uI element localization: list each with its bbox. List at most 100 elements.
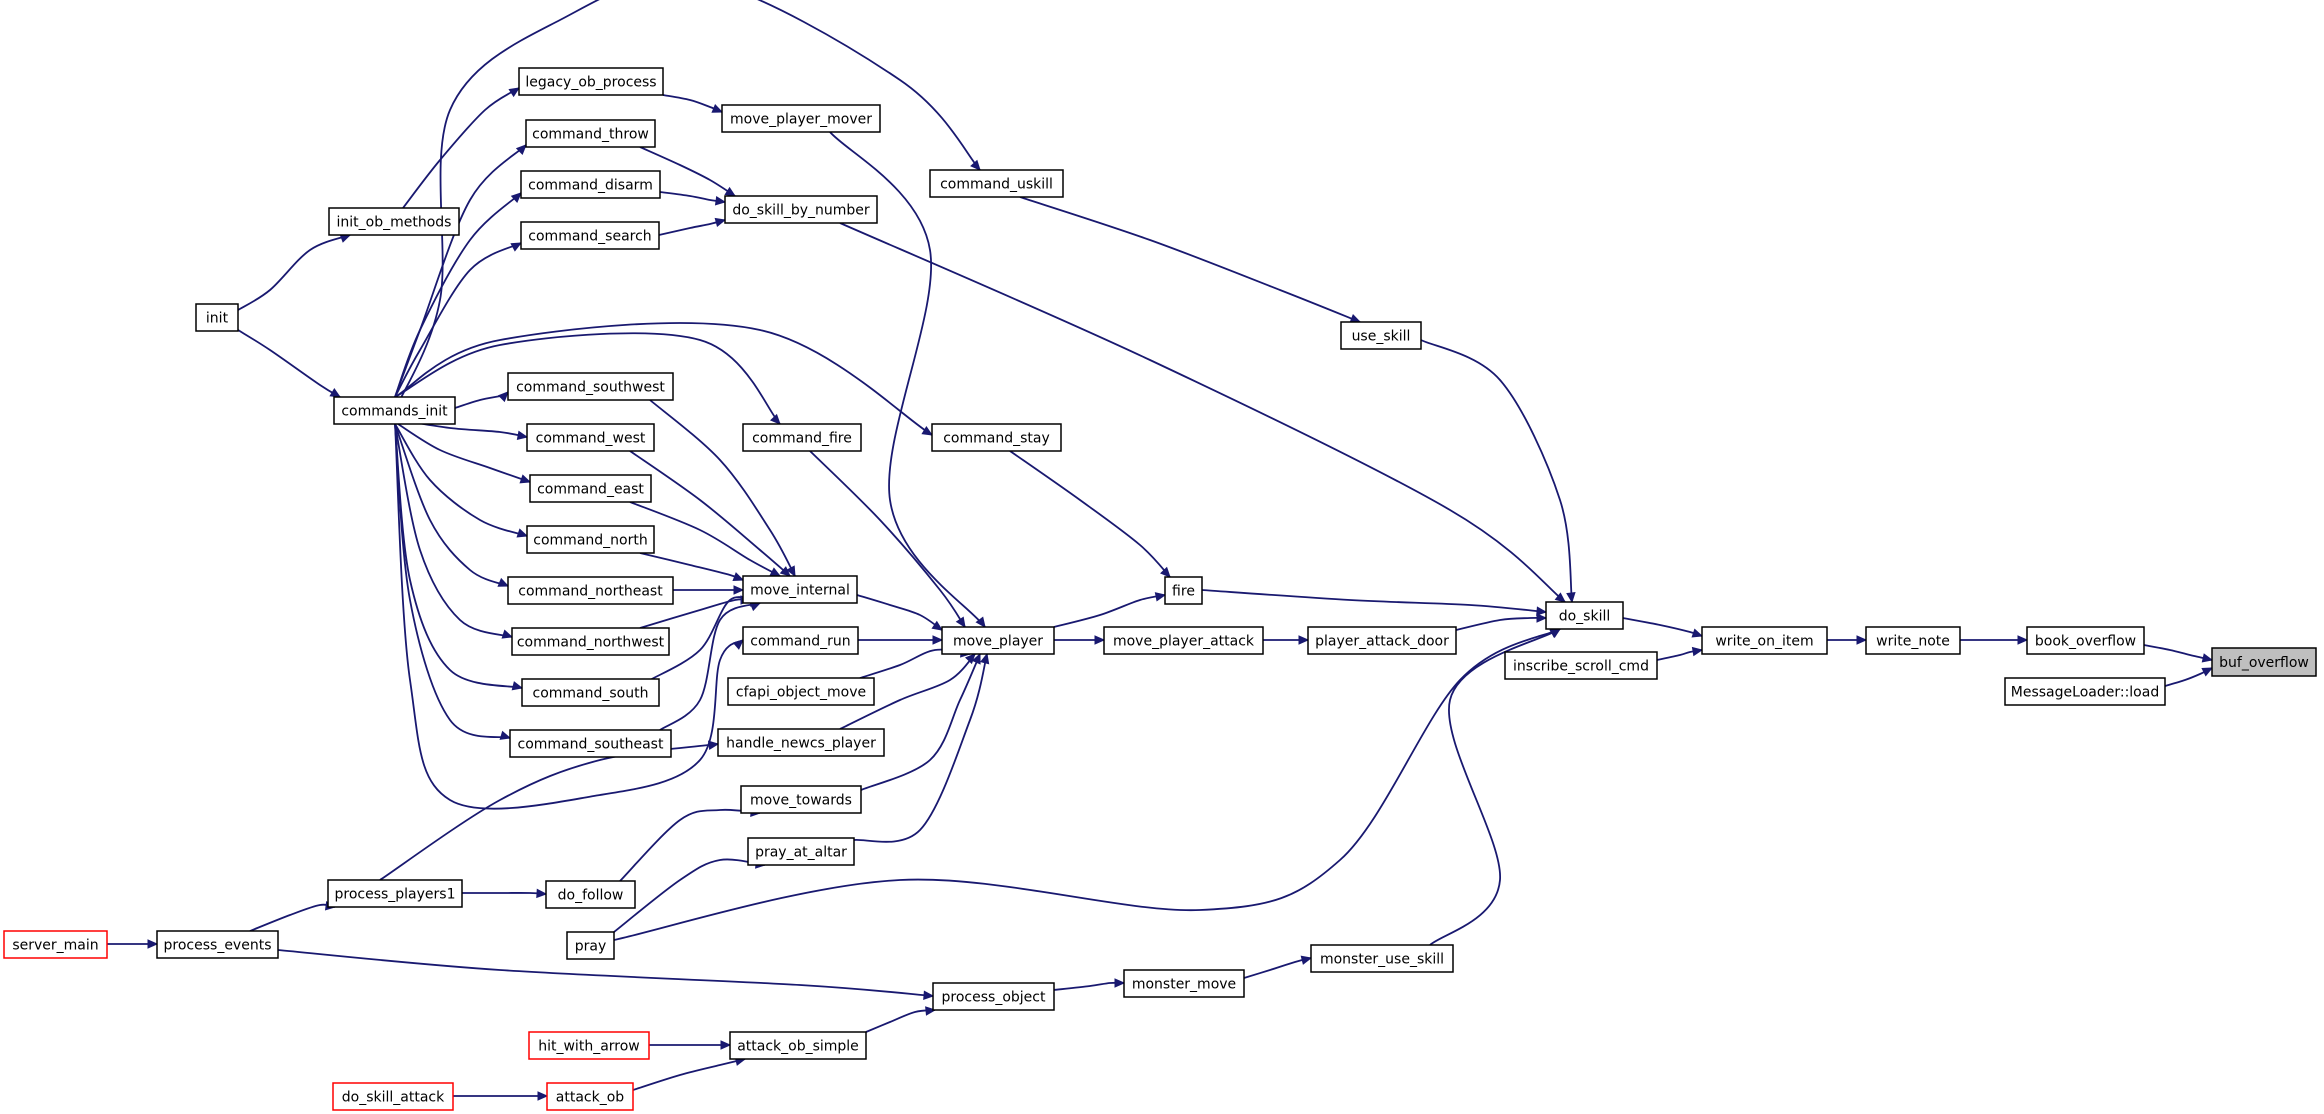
node-move-towards[interactable]: move_towards bbox=[740, 785, 862, 814]
node-process-players1[interactable]: process_players1 bbox=[327, 879, 463, 908]
edge-process_events-to-process_players1 bbox=[249, 903, 336, 932]
node-box bbox=[929, 169, 1064, 198]
node-label: process_events bbox=[164, 938, 272, 954]
node-fire[interactable]: fire bbox=[1164, 576, 1203, 605]
node-command-run[interactable]: command_run bbox=[742, 626, 859, 655]
node-move-player-attack[interactable]: move_player_attack bbox=[1103, 626, 1264, 655]
node-label: pray_at_altar bbox=[755, 845, 847, 861]
node-label: commands_init bbox=[341, 404, 448, 420]
arrowhead-icon bbox=[971, 652, 981, 665]
node-command-fire[interactable]: command_fire bbox=[742, 423, 862, 452]
node-label: write_note bbox=[1876, 634, 1950, 650]
node-do-skill[interactable]: do_skill bbox=[1545, 601, 1624, 630]
node-label: buf_overflow bbox=[2219, 655, 2309, 671]
arrowhead-icon bbox=[501, 629, 514, 639]
node-label: process_players1 bbox=[334, 887, 455, 903]
arrowhead-icon bbox=[707, 740, 720, 751]
node-do-follow[interactable]: do_follow bbox=[545, 880, 636, 909]
node-command-disarm[interactable]: command_disarm bbox=[520, 170, 661, 199]
edge-commands_init-to-command_stay bbox=[394, 322, 933, 436]
node-inscribe-scroll-cmd[interactable]: inscribe_scroll_cmd bbox=[1504, 651, 1658, 680]
node-server-main[interactable]: server_main bbox=[3, 930, 108, 959]
arrowhead-icon bbox=[1566, 592, 1576, 604]
edge-handle_newcs_player-to-move_player bbox=[839, 653, 976, 730]
arrowhead-icon bbox=[769, 567, 782, 577]
node-command-northwest[interactable]: command_northwest bbox=[511, 627, 670, 656]
node-command-west[interactable]: command_west bbox=[526, 423, 655, 452]
node-pray[interactable]: pray bbox=[566, 931, 615, 960]
node-write-note[interactable]: write_note bbox=[1865, 626, 1961, 655]
node-command-southwest[interactable]: command_southwest bbox=[507, 372, 674, 401]
node-messageloader-load[interactable]: MessageLoader::load bbox=[2004, 677, 2166, 706]
node-command-east[interactable]: command_east bbox=[529, 474, 652, 503]
node-handle-newcs-player[interactable]: handle_newcs_player bbox=[717, 728, 885, 757]
node-box bbox=[529, 474, 652, 503]
node-command-south[interactable]: command_south bbox=[521, 678, 660, 707]
arrowhead-icon bbox=[975, 616, 986, 628]
node-process-events[interactable]: process_events bbox=[156, 930, 279, 959]
edge-commands_init-to-command_run bbox=[394, 423, 744, 810]
node-process-object[interactable]: process_object bbox=[932, 982, 1055, 1011]
node-buf-overflow[interactable]: buf_overflow bbox=[2211, 647, 2317, 677]
node-box bbox=[1340, 321, 1422, 350]
arrowhead-icon bbox=[732, 639, 744, 650]
node-hit-with-arrow[interactable]: hit_with_arrow bbox=[528, 1031, 650, 1060]
node-player-attack-door[interactable]: player_attack_door bbox=[1307, 626, 1457, 655]
node-label: init bbox=[206, 311, 229, 327]
arrowhead-icon bbox=[1549, 628, 1562, 639]
node-book-overflow[interactable]: book_overflow bbox=[2026, 626, 2145, 655]
node-move-internal[interactable]: move_internal bbox=[742, 575, 858, 604]
arrowhead-icon bbox=[516, 528, 529, 538]
arrowhead-icon bbox=[921, 425, 934, 436]
node-do-skill-by-number[interactable]: do_skill_by_number bbox=[724, 195, 878, 224]
node-use-skill[interactable]: use_skill bbox=[1340, 321, 1422, 350]
node-box bbox=[2211, 647, 2317, 677]
arrowhead-icon bbox=[508, 87, 521, 98]
node-box bbox=[742, 575, 858, 604]
edge-move_towards-to-move_player bbox=[860, 653, 981, 791]
node-do-skill-attack[interactable]: do_skill_attack bbox=[332, 1082, 454, 1111]
node-move-player-mover[interactable]: move_player_mover bbox=[721, 104, 881, 133]
arrowhead-icon bbox=[329, 388, 342, 398]
node-box bbox=[3, 930, 108, 959]
arrowhead-icon bbox=[515, 144, 527, 156]
edge-move_player_mover-to-move_player bbox=[829, 131, 986, 628]
node-pray-at-altar[interactable]: pray_at_altar bbox=[747, 837, 855, 866]
node-commands-init[interactable]: commands_init bbox=[333, 396, 456, 425]
node-label: book_overflow bbox=[2035, 634, 2136, 650]
node-monster-move[interactable]: monster_move bbox=[1123, 969, 1245, 998]
node-write-on-item[interactable]: write_on_item bbox=[1701, 626, 1828, 655]
arrowhead-icon bbox=[711, 103, 724, 113]
node-attack-ob[interactable]: attack_ob bbox=[546, 1082, 634, 1111]
node-cfapi-object-move[interactable]: cfapi_object_move bbox=[727, 677, 875, 706]
node-label: move_player_mover bbox=[730, 112, 872, 128]
edge-process_events-to-process_object bbox=[277, 949, 934, 997]
node-command-southeast[interactable]: command_southeast bbox=[509, 729, 672, 758]
node-command-north[interactable]: command_north bbox=[526, 525, 655, 554]
node-command-uskill[interactable]: command_uskill bbox=[929, 169, 1064, 198]
node-label: handle_newcs_player bbox=[726, 736, 876, 752]
node-label: monster_move bbox=[1132, 977, 1236, 993]
node-command-search[interactable]: command_search bbox=[520, 221, 660, 250]
edge-process_players1-to-do_follow bbox=[461, 892, 547, 895]
node-box bbox=[1701, 626, 1828, 655]
node-init[interactable]: init bbox=[195, 303, 239, 332]
node-label: command_stay bbox=[943, 431, 1050, 447]
node-legacy-ob-process[interactable]: legacy_ob_process bbox=[518, 67, 664, 96]
node-box bbox=[1103, 626, 1264, 655]
arrowhead-icon bbox=[499, 730, 512, 740]
node-command-stay[interactable]: command_stay bbox=[931, 423, 1062, 452]
node-label: write_on_item bbox=[1715, 634, 1813, 650]
edge-monster_use_skill-to-do_skill bbox=[1429, 628, 1561, 946]
arrowhead-icon bbox=[714, 196, 727, 206]
node-init-ob-methods[interactable]: init_ob_methods bbox=[328, 207, 460, 236]
node-box bbox=[1307, 626, 1457, 655]
node-command-northeast[interactable]: command_northeast bbox=[507, 576, 674, 605]
arrowhead-icon bbox=[779, 566, 791, 577]
node-monster-use-skill[interactable]: monster_use_skill bbox=[1310, 944, 1454, 973]
edge-player_attack_door-to-do_skill bbox=[1455, 616, 1547, 631]
node-command-throw[interactable]: command_throw bbox=[525, 119, 656, 148]
node-label: fire bbox=[1172, 584, 1195, 600]
node-attack-ob-simple[interactable]: attack_ob_simple bbox=[729, 1031, 867, 1060]
node-move-player[interactable]: move_player bbox=[941, 626, 1055, 655]
